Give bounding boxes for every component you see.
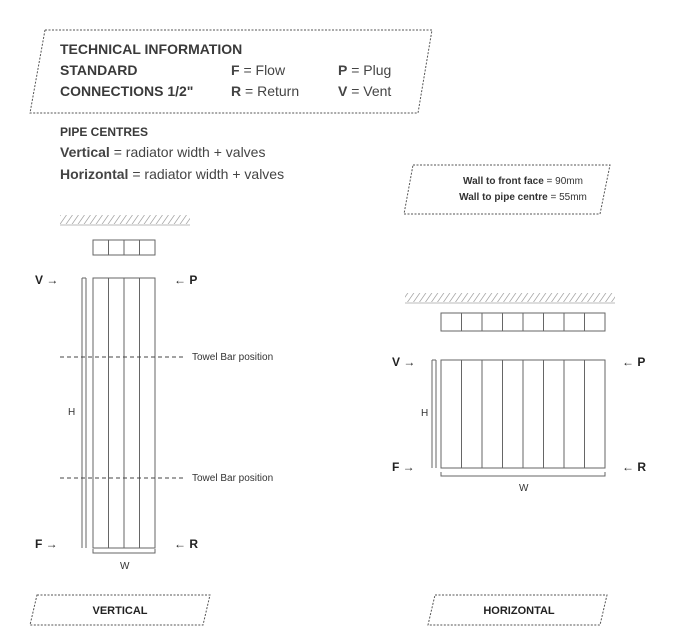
legend-plug: P = Plug bbox=[338, 62, 391, 78]
vertical-top-view bbox=[92, 239, 156, 256]
radiator-column-top bbox=[461, 312, 483, 332]
radiator-column-top bbox=[502, 312, 524, 332]
height-label: H bbox=[68, 407, 75, 418]
plug-arrow: ← P bbox=[174, 273, 197, 287]
radiator-column bbox=[502, 359, 524, 469]
width-label: W bbox=[120, 561, 130, 572]
vertical-radiator bbox=[92, 277, 156, 549]
radiator-column bbox=[461, 359, 483, 469]
horizontal-top-view bbox=[440, 312, 606, 332]
vent-arrow: V → bbox=[392, 355, 415, 369]
towel-bar-label: Towel Bar position bbox=[192, 352, 273, 363]
legend-flow: F = Flow bbox=[231, 62, 286, 78]
pipe-centres-title: PIPE CENTRES bbox=[60, 125, 148, 139]
connections-label: CONNECTIONS 1/2" bbox=[60, 83, 193, 99]
wall-hatching bbox=[405, 293, 615, 302]
radiator-column bbox=[440, 359, 462, 469]
pipe-centres: PIPE CENTRES Vertical = radiator width +… bbox=[60, 125, 284, 182]
radiator-column-top bbox=[522, 312, 544, 332]
vertical-label: VERTICAL bbox=[93, 605, 148, 617]
horizontal-diagram: H V → ← P F → ← R W HORIZONTAL bbox=[392, 293, 646, 626]
radiator-column-top bbox=[584, 312, 606, 332]
radiator-column-top bbox=[92, 239, 109, 256]
radiator-column bbox=[92, 277, 109, 549]
radiator-column-top bbox=[123, 239, 140, 256]
radiator-column-top bbox=[139, 239, 156, 256]
legend-return: R = Return bbox=[231, 83, 299, 99]
radiator-column bbox=[522, 359, 544, 469]
horizontal-label-box bbox=[427, 594, 608, 626]
wall-info-box: Wall to front face = 90mm Wall to pipe c… bbox=[403, 164, 611, 215]
horizontal-label: HORIZONTAL bbox=[483, 605, 555, 617]
return-arrow: ← R bbox=[622, 460, 646, 474]
radiator-column bbox=[481, 359, 503, 469]
flow-arrow: F → bbox=[35, 537, 58, 551]
technical-info-box: TECHNICAL INFORMATION STANDARD CONNECTIO… bbox=[29, 29, 433, 114]
tech-info-title: TECHNICAL INFORMATION bbox=[60, 41, 242, 57]
radiator-column-top bbox=[481, 312, 503, 332]
pipe-centres-vertical: Vertical = radiator width + valves bbox=[60, 144, 265, 160]
towel-bar-label: Towel Bar position bbox=[192, 473, 273, 484]
width-dimension bbox=[440, 472, 606, 477]
horizontal-radiator bbox=[440, 359, 606, 469]
legend-vent: V = Vent bbox=[338, 83, 391, 99]
radiator-column bbox=[543, 359, 565, 469]
vent-arrow: V → bbox=[35, 273, 58, 287]
radiator-column-top bbox=[440, 312, 462, 332]
vertical-label-box bbox=[29, 594, 211, 626]
width-label: W bbox=[519, 483, 529, 494]
radiator-column-top bbox=[108, 239, 125, 256]
radiator-column-top bbox=[543, 312, 565, 332]
radiator-column bbox=[563, 359, 585, 469]
flow-arrow: F → bbox=[392, 460, 415, 474]
wall-hatching bbox=[60, 215, 190, 224]
radiator-column bbox=[108, 277, 125, 549]
vertical-diagram: H V → ← P F → ← R Towel Bar position Tow… bbox=[29, 215, 273, 626]
width-dimension bbox=[92, 549, 156, 554]
plug-arrow: ← P bbox=[622, 355, 645, 369]
standard-label: STANDARD bbox=[60, 62, 138, 78]
return-arrow: ← R bbox=[174, 537, 198, 551]
wall-front-face: Wall to front face = 90mm bbox=[463, 176, 583, 187]
height-label: H bbox=[421, 408, 428, 419]
wall-pipe-centre: Wall to pipe centre = 55mm bbox=[459, 192, 587, 203]
radiator-column bbox=[123, 277, 140, 549]
radiator-column bbox=[584, 359, 606, 469]
radiator-column bbox=[139, 277, 156, 549]
pipe-centres-horizontal: Horizontal = radiator width + valves bbox=[60, 166, 284, 182]
radiator-column-top bbox=[563, 312, 585, 332]
